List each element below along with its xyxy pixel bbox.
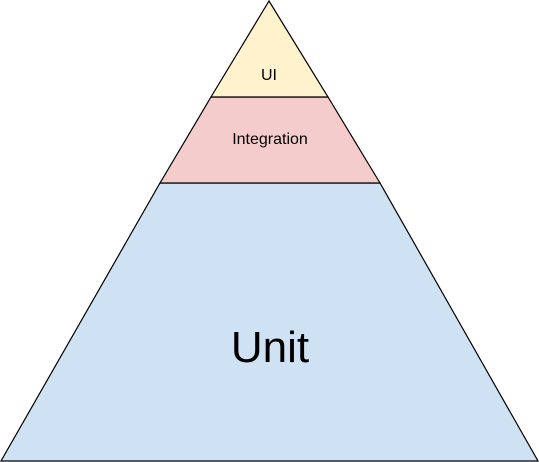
pyramid-tier-ui <box>209 0 330 98</box>
pyramid-tier-unit <box>0 182 539 462</box>
tier-label-ui: UI <box>261 67 277 84</box>
tier-label-integration: Integration <box>232 131 308 148</box>
tier-label-unit: Unit <box>231 323 309 372</box>
